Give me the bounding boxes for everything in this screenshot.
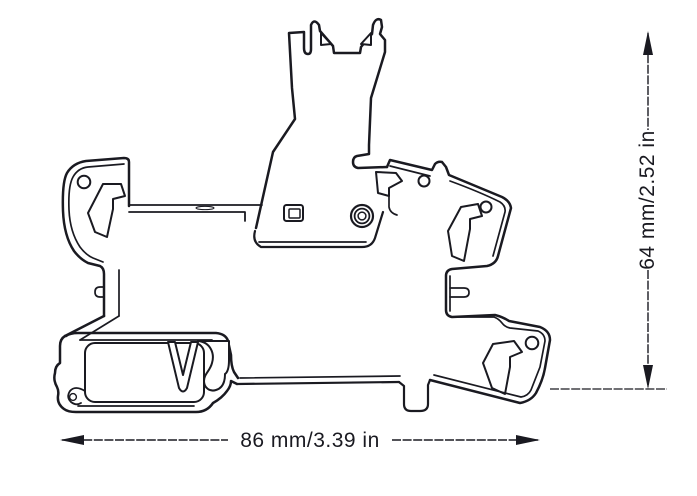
foot-claw-inner <box>67 387 86 406</box>
left-housing-hole <box>76 174 92 190</box>
catch-tooth-tail <box>388 195 398 216</box>
relay-outline <box>254 17 389 230</box>
right-wall-stub <box>449 287 470 298</box>
right-latch-detail-mid <box>447 203 483 262</box>
test-button-inner-ring <box>357 211 367 221</box>
right-housing <box>375 158 552 405</box>
left-housing <box>61 156 131 318</box>
right-housing-inner-top <box>389 165 431 177</box>
socket-face-lower-line <box>253 210 385 249</box>
bottom-wall-lower-line <box>235 380 401 386</box>
vent-slot-inner <box>288 208 301 219</box>
foot-bevel-inner <box>79 315 120 341</box>
ledge-lens-detail <box>195 205 215 211</box>
arrow-down-icon <box>643 365 653 389</box>
hanging-tab <box>397 378 432 413</box>
middle-ledge <box>128 204 263 222</box>
arrow-right-icon <box>516 435 540 445</box>
ledge-bottom-line <box>128 211 246 222</box>
bottom-wall <box>235 375 432 413</box>
left-wall-stub <box>94 286 105 298</box>
test-button-outer-ring <box>349 203 375 229</box>
device-outline <box>53 17 552 414</box>
foot-top-edge-outer <box>64 331 240 380</box>
mounting-foot <box>53 314 240 414</box>
left-housing-outer <box>61 156 131 318</box>
height-dimension-label: 64 mm/2.52 in <box>636 130 659 270</box>
left-latch-detail <box>87 183 126 238</box>
relay-top-wedge-left <box>320 32 332 46</box>
right-housing-inner-slope <box>449 180 506 257</box>
foot-latch-clip <box>197 340 230 392</box>
height-dimension: 64 mm/2.52 in <box>550 31 667 390</box>
foot-claw-notch <box>68 392 78 402</box>
bottom-wall-upper-line <box>239 375 401 379</box>
right-housing-hole-mid <box>479 200 493 214</box>
foot-v-spring <box>167 341 199 393</box>
width-dimension: 86 mm/3.39 in <box>60 429 540 452</box>
right-latch-detail-bottom <box>482 340 523 395</box>
test-button-mid-ring <box>353 207 371 225</box>
relay-body <box>253 17 389 249</box>
width-dimension-label: 86 mm/3.39 in <box>240 429 380 452</box>
relay-top-wedge-right <box>360 32 372 46</box>
left-housing-inner <box>67 163 125 263</box>
arrow-left-icon <box>60 435 84 445</box>
relay-catch-tooth <box>375 171 403 197</box>
foot-left-edge-and-bottom <box>53 334 239 414</box>
arrow-up-icon <box>643 31 653 55</box>
right-housing-outer <box>385 158 552 405</box>
center-details <box>283 203 375 229</box>
foot-cavity <box>84 342 205 403</box>
right-housing-hole-upper <box>417 174 431 188</box>
right-housing-inner-bottom <box>433 316 546 398</box>
right-housing-hole-lower <box>524 335 540 351</box>
vent-slot-outer <box>283 204 304 222</box>
